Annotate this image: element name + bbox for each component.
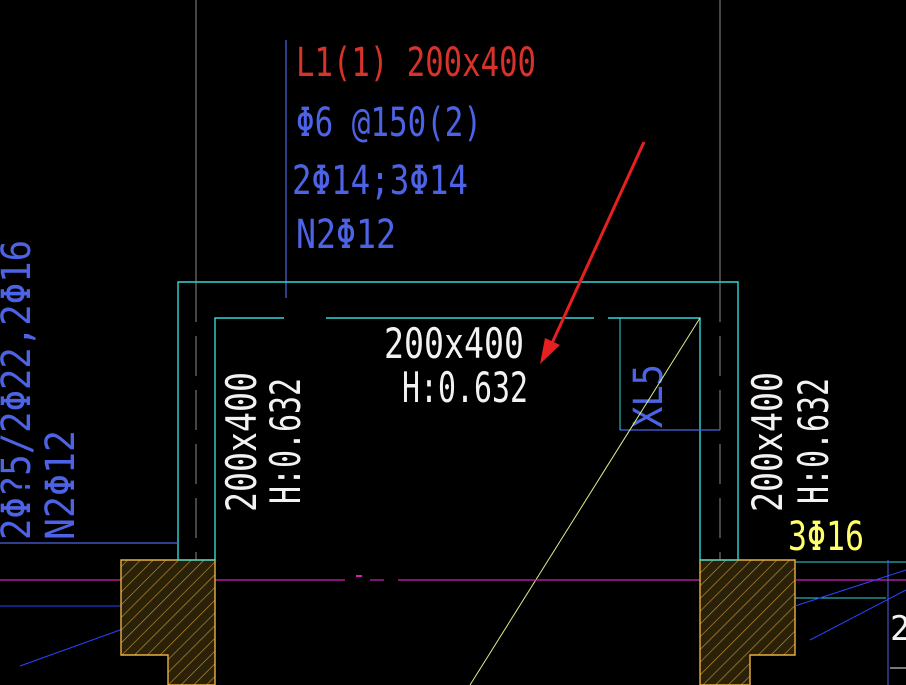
left-edge-side-bars-text[interactable]: N2Φ12 xyxy=(38,430,84,540)
left-size-label[interactable]: 200x400 xyxy=(217,372,266,512)
red-arrow-head xyxy=(540,338,560,364)
stirrup-label[interactable]: Φ6 @150(2) xyxy=(296,100,482,146)
right-blue-diag-2 xyxy=(809,589,906,641)
beam-outline-inner-left xyxy=(214,317,284,560)
side-bars-label[interactable]: N2Φ12 xyxy=(296,212,396,258)
red-arrow-shaft xyxy=(546,141,646,353)
right-bars-label[interactable]: 3Φ16 xyxy=(788,514,864,560)
right-size-label[interactable]: 200x400 xyxy=(743,372,792,512)
center-height-label[interactable]: H:0.632 xyxy=(402,363,528,412)
beam-outline-outer xyxy=(177,281,739,560)
right-column-hatched[interactable] xyxy=(699,559,796,685)
left-height-label[interactable]: H:0.632 xyxy=(261,378,310,504)
left-edge-rebar-text[interactable]: 2Φ?5/2Φ22,2Φ16 xyxy=(0,240,40,540)
beam-name-label[interactable]: L1(1) 200x400 xyxy=(296,40,536,86)
center-size-label[interactable]: 200x400 xyxy=(384,319,524,368)
right-height-label[interactable]: H:0.632 xyxy=(789,378,838,504)
bars-label[interactable]: 2Φ14;3Φ14 xyxy=(292,158,468,204)
diagonal-line xyxy=(469,317,701,685)
right-edge-text[interactable]: 2 xyxy=(890,609,906,649)
